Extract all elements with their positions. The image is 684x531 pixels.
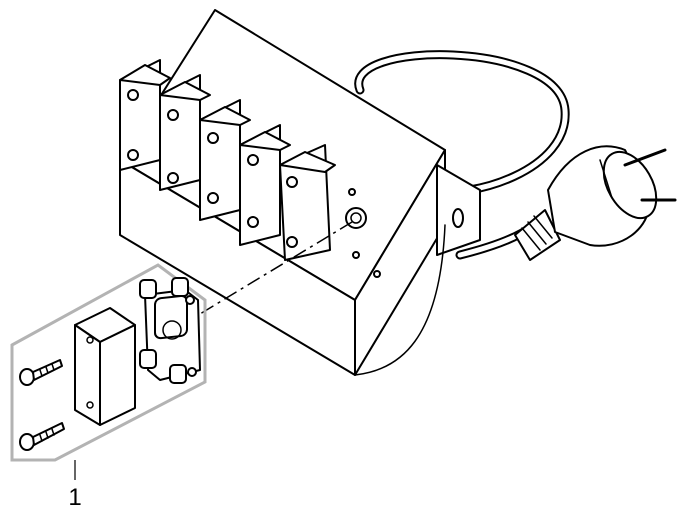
screw-head-icon	[167, 109, 179, 121]
cover-side-face	[99, 324, 136, 426]
callout-frame	[10, 263, 207, 462]
fixing-screw-lower	[19, 422, 65, 451]
relay-modules	[119, 59, 336, 261]
standoff	[169, 364, 187, 384]
relay-module-1	[119, 59, 171, 171]
callout-number-1: 1	[68, 484, 81, 511]
mounting-hole	[452, 208, 464, 228]
connector-cover	[74, 307, 136, 426]
mains-plug	[514, 145, 677, 261]
assembly-dashed-line	[189, 221, 353, 321]
screw-head-icon	[185, 295, 195, 305]
standoff	[171, 277, 189, 297]
screw-head-icon	[286, 236, 298, 248]
relay-module-5	[279, 144, 336, 261]
screw-head-icon	[207, 132, 219, 144]
main-housing	[119, 9, 481, 376]
screw-head-icon	[167, 172, 179, 184]
plug-prong	[623, 148, 667, 167]
relay-module-3	[199, 99, 251, 221]
screw-head-icon	[247, 154, 259, 166]
relay-module-4	[239, 124, 291, 246]
fixing-screw-upper	[19, 359, 63, 386]
standoff	[139, 279, 157, 299]
screw-head-icon	[187, 367, 197, 377]
screw-head-icon	[127, 149, 139, 161]
screw-head-icon	[247, 216, 259, 228]
screw-head-icon	[207, 192, 219, 204]
connector-plate	[139, 277, 201, 384]
screw-head-icon	[127, 89, 139, 101]
standoff	[139, 349, 157, 369]
screw-head-icon	[286, 176, 298, 188]
